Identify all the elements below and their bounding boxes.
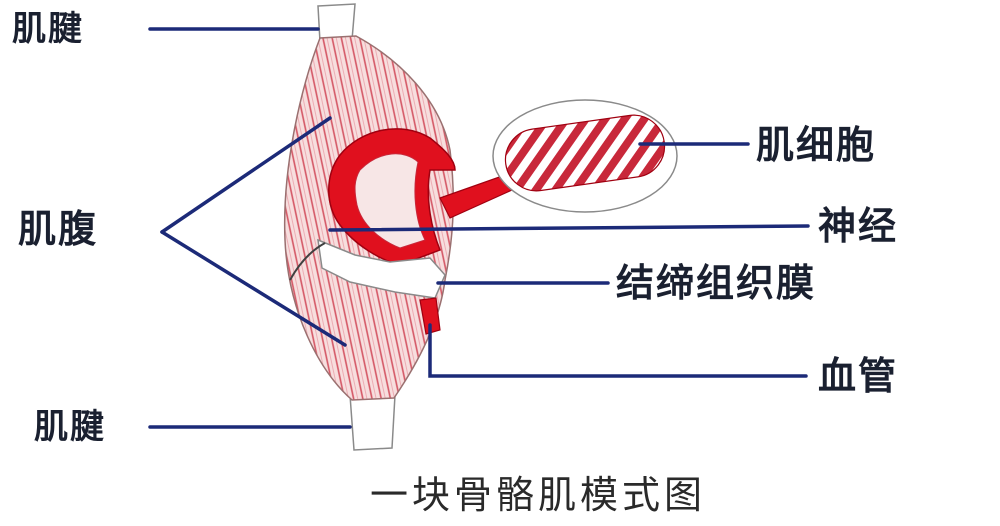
vessel-stub: [419, 297, 441, 335]
label-blood-vessel: 血管: [818, 353, 899, 398]
leader-line-nerve: [328, 224, 810, 232]
bottom-tendon-shape: [349, 394, 396, 451]
leader-line-belly-lower: [160, 230, 347, 347]
label-muscle-belly: 肌腹: [18, 206, 99, 251]
cross-section-inner: [354, 153, 426, 249]
leader-line-vessel: [428, 323, 808, 378]
membrane-flap: [317, 238, 446, 299]
label-tendon-bottom: 肌腱: [34, 407, 106, 447]
nerve-thread: [289, 242, 326, 281]
label-tendon-top: 肌腱: [12, 9, 84, 49]
diagram-caption: 一块骨骼肌模式图: [370, 473, 707, 517]
leader-line-belly-upper: [160, 116, 332, 234]
label-nerve: 神经: [818, 203, 899, 248]
label-muscle-cell: 肌细胞: [756, 122, 877, 167]
label-connective-membrane: 结缔组织膜: [616, 260, 817, 305]
